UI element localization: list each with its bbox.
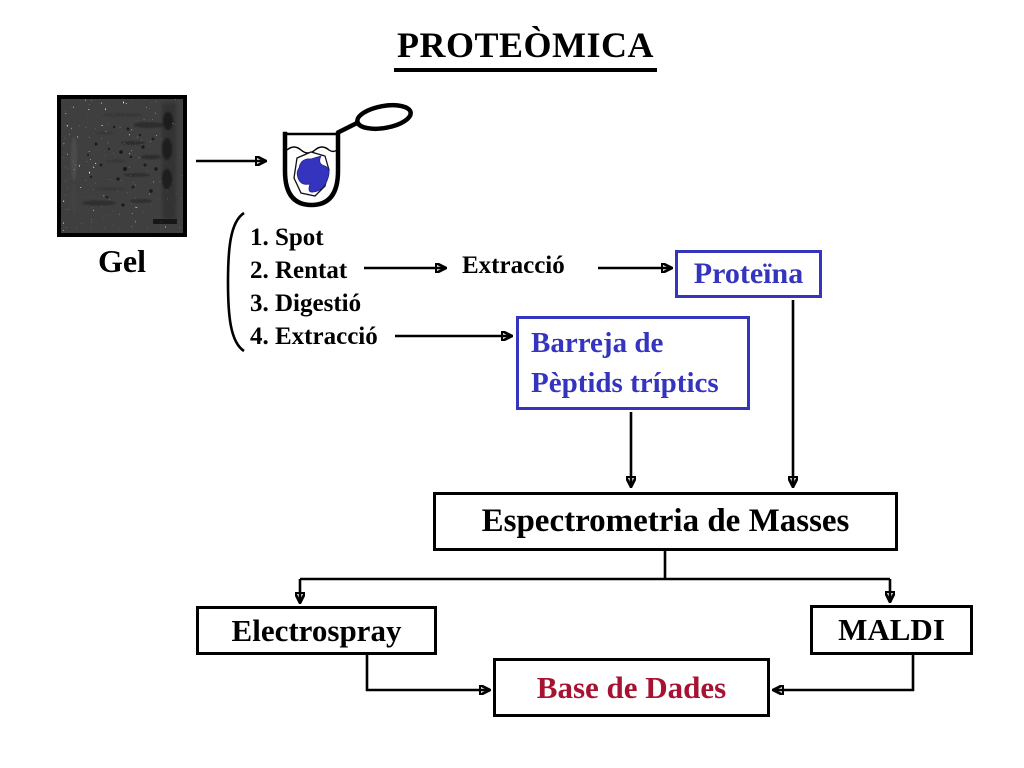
mass-spectrometry-box: Espectrometria de Masses (433, 492, 898, 551)
mass-spectrometry-label: Espectrometria de Masses (481, 503, 850, 539)
left-bracket (226, 211, 245, 353)
step-item: 2. Rentat (250, 257, 348, 284)
protein-label: Proteïna (693, 257, 804, 290)
maldi-label: MALDI (838, 612, 945, 647)
gel-spots-graphic (61, 99, 183, 233)
gel-image (57, 95, 187, 237)
split-connector (300, 551, 890, 581)
peptide-mix-line2: Pèptids tríptics (531, 367, 719, 399)
tube-lid-loop-icon (335, 102, 413, 136)
arrow-maldi-to-database (774, 655, 915, 690)
step-item: 3. Digestió (250, 290, 362, 317)
step-item: 1. Spot (250, 224, 324, 251)
maldi-box: MALDI (810, 605, 973, 655)
protein-box: Proteïna (675, 250, 822, 298)
arrow-electrospray-to-database (365, 655, 489, 690)
step-item: 4. Extracció (250, 323, 378, 350)
microtube-icon (282, 102, 413, 208)
electrospray-label: Electrospray (231, 612, 402, 648)
database-box: Base de Dades (493, 658, 770, 717)
gel-label: Gel (98, 243, 146, 279)
protocol-steps: 1. Spot 2. Rentat 3. Digestió 4. Extracc… (250, 221, 378, 353)
peptide-mix-line1: Barreja de (531, 327, 664, 359)
peptide-mix-box: Barreja de Pèptids tríptics (516, 316, 750, 410)
extraction-label: Extracció (462, 252, 565, 279)
blue-gel-blob (296, 155, 330, 193)
database-label: Base de Dades (536, 669, 727, 705)
electrospray-box: Electrospray (196, 606, 437, 655)
page-title: PROTEÒMICA (394, 24, 657, 72)
